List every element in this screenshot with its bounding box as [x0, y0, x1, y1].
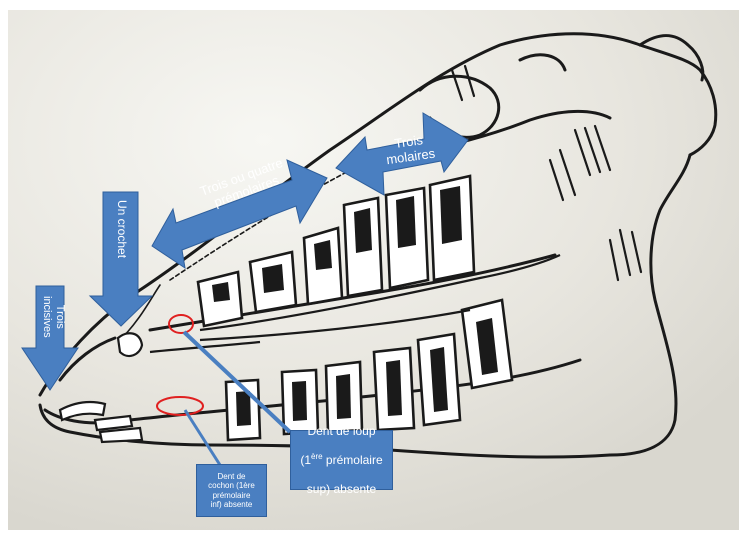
pig-tooth-callout: Dent de cochon (1ère prémolaire inf) abs…: [196, 464, 267, 517]
canine-label: Un crochet: [114, 200, 128, 258]
wolf-tooth-callout-text: Dent de loup (1ère prémolaire sup) absen…: [300, 409, 382, 511]
wolf-tooth-line3: sup) absente: [300, 482, 382, 496]
incisors-label: Trois incisives: [41, 296, 66, 338]
canine-tooth: [118, 333, 142, 356]
wolf-tooth-line1: Dent de loup: [300, 424, 382, 438]
wolf-tooth-callout: Dent de loup (1ère prémolaire sup) absen…: [290, 430, 393, 490]
wolf-tooth-line2: (1ère prémolaire: [300, 452, 382, 467]
pig-tooth-callout-text: Dent de cochon (1ère prémolaire inf) abs…: [208, 472, 255, 509]
